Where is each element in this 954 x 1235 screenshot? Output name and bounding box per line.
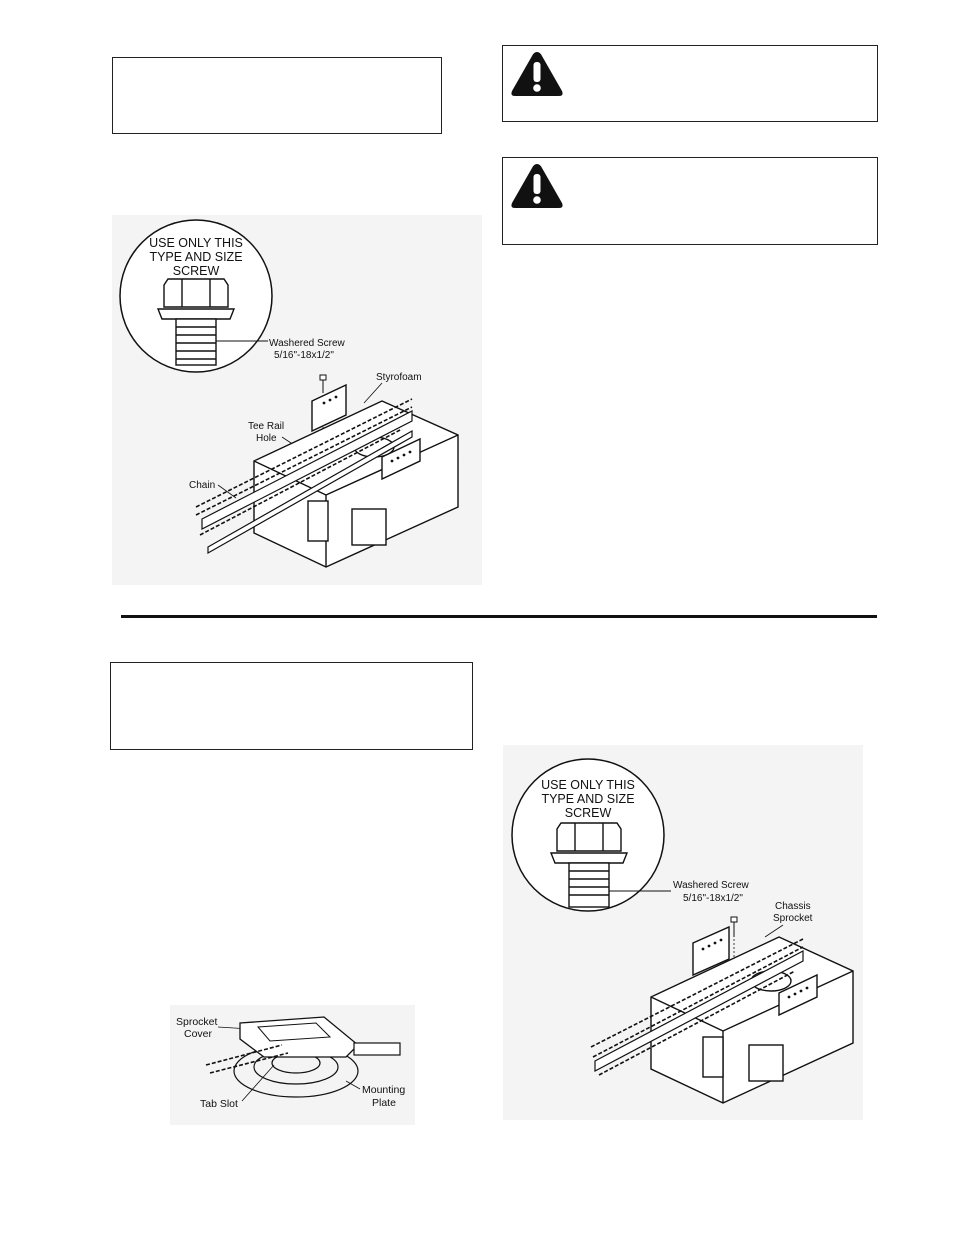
screw-label-line1: Washered Screw: [269, 338, 346, 349]
chain-illustration: [195, 398, 413, 536]
tee-rail-label-line2: Hole: [256, 433, 277, 444]
chain-illustration: [590, 938, 804, 1076]
screw-label-line2: 5/16"-18x1/2": [274, 350, 334, 361]
note-box-top-left: [112, 57, 442, 134]
warning-triangle-icon: [510, 50, 564, 98]
circle-line1: USE ONLY THIS: [149, 236, 243, 250]
chassis-sprocket-label-line2: Sprocket: [773, 913, 813, 924]
circle-line1: USE ONLY THIS: [541, 778, 635, 792]
note-box-bottom-left: [110, 662, 473, 750]
section-divider: [121, 615, 877, 618]
screw-illustration: [549, 822, 629, 908]
opener-body: [650, 925, 854, 1104]
tee-rail-label-line1: Tee Rail: [248, 421, 284, 432]
styrofoam-label: Styrofoam: [376, 372, 422, 383]
warning-triangle-icon: [510, 162, 564, 210]
circle-line3: SCREW: [173, 264, 220, 278]
figure-chassis-sprocket: USE ONLY THIS TYPE AND SIZE SCREW Washer…: [503, 745, 863, 1120]
warning-box-1: [502, 45, 878, 122]
figure-sprocket-cover: Sprocket Cover Tab Slot Mounting Plate: [170, 1005, 415, 1125]
screw-label-line1: Washered Screw: [673, 880, 750, 891]
mounting-plate-label-line1: Mounting: [362, 1084, 405, 1096]
sprocket-cover-label-line2: Cover: [184, 1028, 213, 1040]
chain-label: Chain: [189, 480, 215, 491]
mounting-plate-label-line2: Plate: [372, 1097, 396, 1109]
circle-line3: SCREW: [565, 806, 612, 820]
circle-line2: TYPE AND SIZE: [541, 792, 634, 806]
tab-slot-label: Tab Slot: [200, 1098, 238, 1110]
screw-illustration: [156, 278, 236, 366]
warning-box-2: [502, 157, 878, 245]
sprocket-cover-label-line1: Sprocket: [176, 1016, 218, 1028]
circle-line2: TYPE AND SIZE: [149, 250, 242, 264]
chassis-sprocket-label-line1: Chassis: [775, 901, 811, 912]
figure-screw-tee-rail: USE ONLY THIS TYPE AND SIZE SCREW Washer…: [112, 215, 482, 585]
screw-label-line2: 5/16"-18x1/2": [683, 893, 743, 904]
